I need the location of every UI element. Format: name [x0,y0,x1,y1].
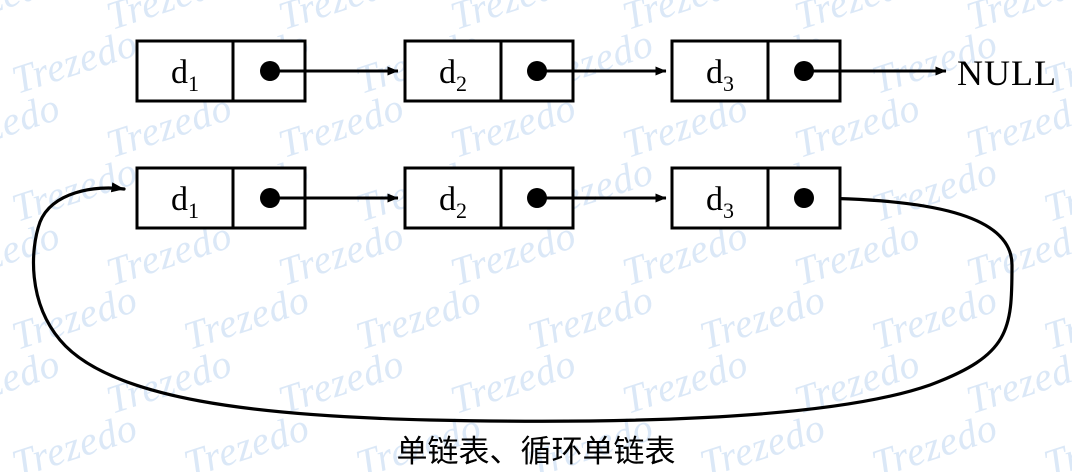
node-data-label: d3 [706,54,734,96]
node-data-label: d1 [171,181,199,223]
list-node[interactable]: d2 [403,39,575,103]
pointer-dot [794,188,814,208]
list-node[interactable]: d3 [670,39,842,103]
circular-back-link-curve [31,182,1014,423]
node-data-label: d2 [439,54,467,96]
circular-singly-linked-list: d1 d2 d3 [31,166,1014,423]
singly-linked-list: d1 d2 d3 [135,39,1057,103]
node-data-label: d3 [706,181,734,223]
diagram-caption: 单链表、循环单链表 [397,434,676,469]
node-data-label: d2 [439,181,467,223]
null-terminator-label: NULL [957,53,1057,93]
node-data-label: d1 [171,54,199,96]
node-box [403,39,575,103]
list-node[interactable]: d3 [670,166,842,230]
node-box [670,166,842,230]
